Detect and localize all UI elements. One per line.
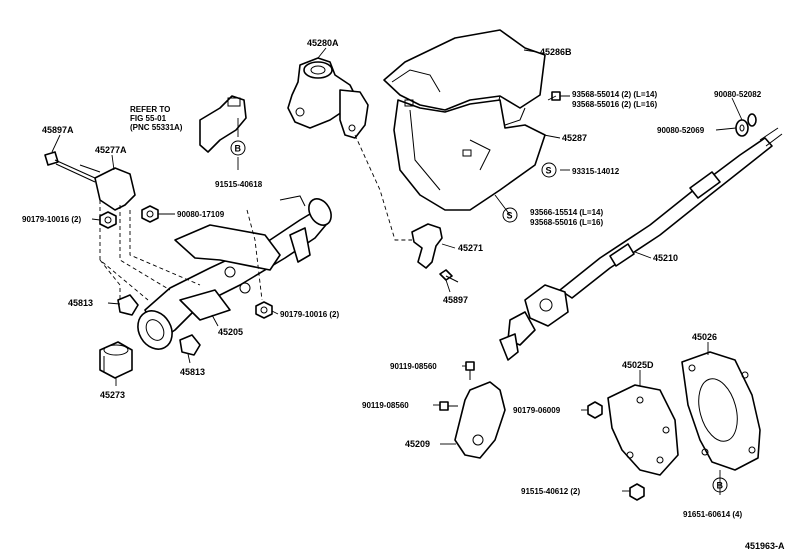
bushing-45273 <box>99 341 133 379</box>
bolt-93568-55014 <box>551 91 570 101</box>
symbol-s-upper: S <box>541 162 557 178</box>
washer-90080-52069 <box>735 113 757 137</box>
refer-note-line1: REFER TO <box>130 105 170 114</box>
diagram-id: 451963-A <box>745 541 785 551</box>
callout-45210: 45210 <box>653 253 678 263</box>
leader-lines <box>51 47 743 495</box>
part-93568-55016: 93568-55016 (2) (L=16) <box>572 100 658 109</box>
callout-45897A: 45897A <box>42 125 74 135</box>
intermediate-shaft-45209 <box>439 361 506 459</box>
bushing-45813-left <box>117 294 139 316</box>
ignition-lock-45280A <box>287 57 369 139</box>
callout-45277A: 45277A <box>95 145 127 155</box>
callout-45026: 45026 <box>692 332 717 342</box>
callout-45271: 45271 <box>458 243 483 253</box>
part-91515-40618: 91515-40618 <box>215 180 263 189</box>
nut-90179-06009 <box>587 401 603 419</box>
key-cylinder-bracket <box>199 95 247 153</box>
callout-45813-left: 45813 <box>68 298 93 308</box>
symbol-s-lower: S <box>502 207 518 223</box>
hole-cover-45025D <box>607 384 679 476</box>
callout-45025D: 45025D <box>622 360 654 370</box>
bolt-91515-40612 <box>629 483 645 501</box>
part-90179-10016-left: 90179-10016 (2) <box>22 215 81 224</box>
part-90119-08560-a: 90119-08560 <box>390 362 437 371</box>
callout-45813-lower: 45813 <box>180 367 205 377</box>
nut-90179-10016-left <box>99 211 117 229</box>
part-93315-14012: 93315-14012 <box>572 167 620 176</box>
bushing-45813-lower <box>179 334 201 356</box>
part-91651-60614: 91651-60614 (4) <box>683 510 742 519</box>
svg-text:S: S <box>546 166 552 176</box>
callout-45209: 45209 <box>405 439 430 449</box>
svg-text:B: B <box>235 144 242 154</box>
steering-column-tube-45205 <box>137 195 332 350</box>
part-93566-15514: 93566-15514 (L=14) <box>530 208 604 217</box>
part-93568-55016b: 93568-55016 (L=16) <box>530 218 604 227</box>
svg-text:B: B <box>717 481 724 491</box>
part-90119-08560-b: 90119-08560 <box>362 401 409 410</box>
bolt-45897 <box>439 269 459 283</box>
nut-90080-17109 <box>141 205 159 223</box>
callout-45287: 45287 <box>562 133 587 143</box>
clamp-45277A <box>79 164 136 211</box>
nut-90179-10016-right <box>255 301 273 319</box>
dashed-assembly-lines <box>99 134 412 301</box>
callout-45273: 45273 <box>100 390 125 400</box>
part-90179-06009: 90179-06009 <box>513 406 561 415</box>
part-90080-52069: 90080-52069 <box>657 126 705 135</box>
hole-cover-45026 <box>681 351 761 471</box>
symbol-b-lower: B <box>712 477 728 493</box>
main-shaft-45210 <box>499 127 783 361</box>
part-91515-40612: 91515-40612 (2) <box>521 487 580 496</box>
callout-45205: 45205 <box>218 327 243 337</box>
refer-note-line2: FIG 55-01 <box>130 114 167 123</box>
callout-labels: 45280A 45286B 45287 45897A 45277A 45271 … <box>22 38 785 551</box>
refer-note-line3: (PNC 55331A) <box>130 123 183 132</box>
part-90179-10016-right: 90179-10016 (2) <box>280 310 339 319</box>
part-90080-52082: 90080-52082 <box>714 90 762 99</box>
column-cover-upper-45286B <box>383 29 546 126</box>
callout-45897: 45897 <box>443 295 468 305</box>
bolt-45897A <box>44 151 96 183</box>
callout-45280A: 45280A <box>307 38 339 48</box>
part-93568-55014: 93568-55014 (2) (L=14) <box>572 90 658 99</box>
part-90080-17109: 90080-17109 <box>177 210 225 219</box>
column-cover-lower-45287 <box>393 99 546 211</box>
symbol-b-upper: B <box>230 140 246 156</box>
callout-45286B: 45286B <box>540 47 572 57</box>
svg-text:S: S <box>507 211 513 221</box>
tilt-lever-45271 <box>411 223 443 269</box>
